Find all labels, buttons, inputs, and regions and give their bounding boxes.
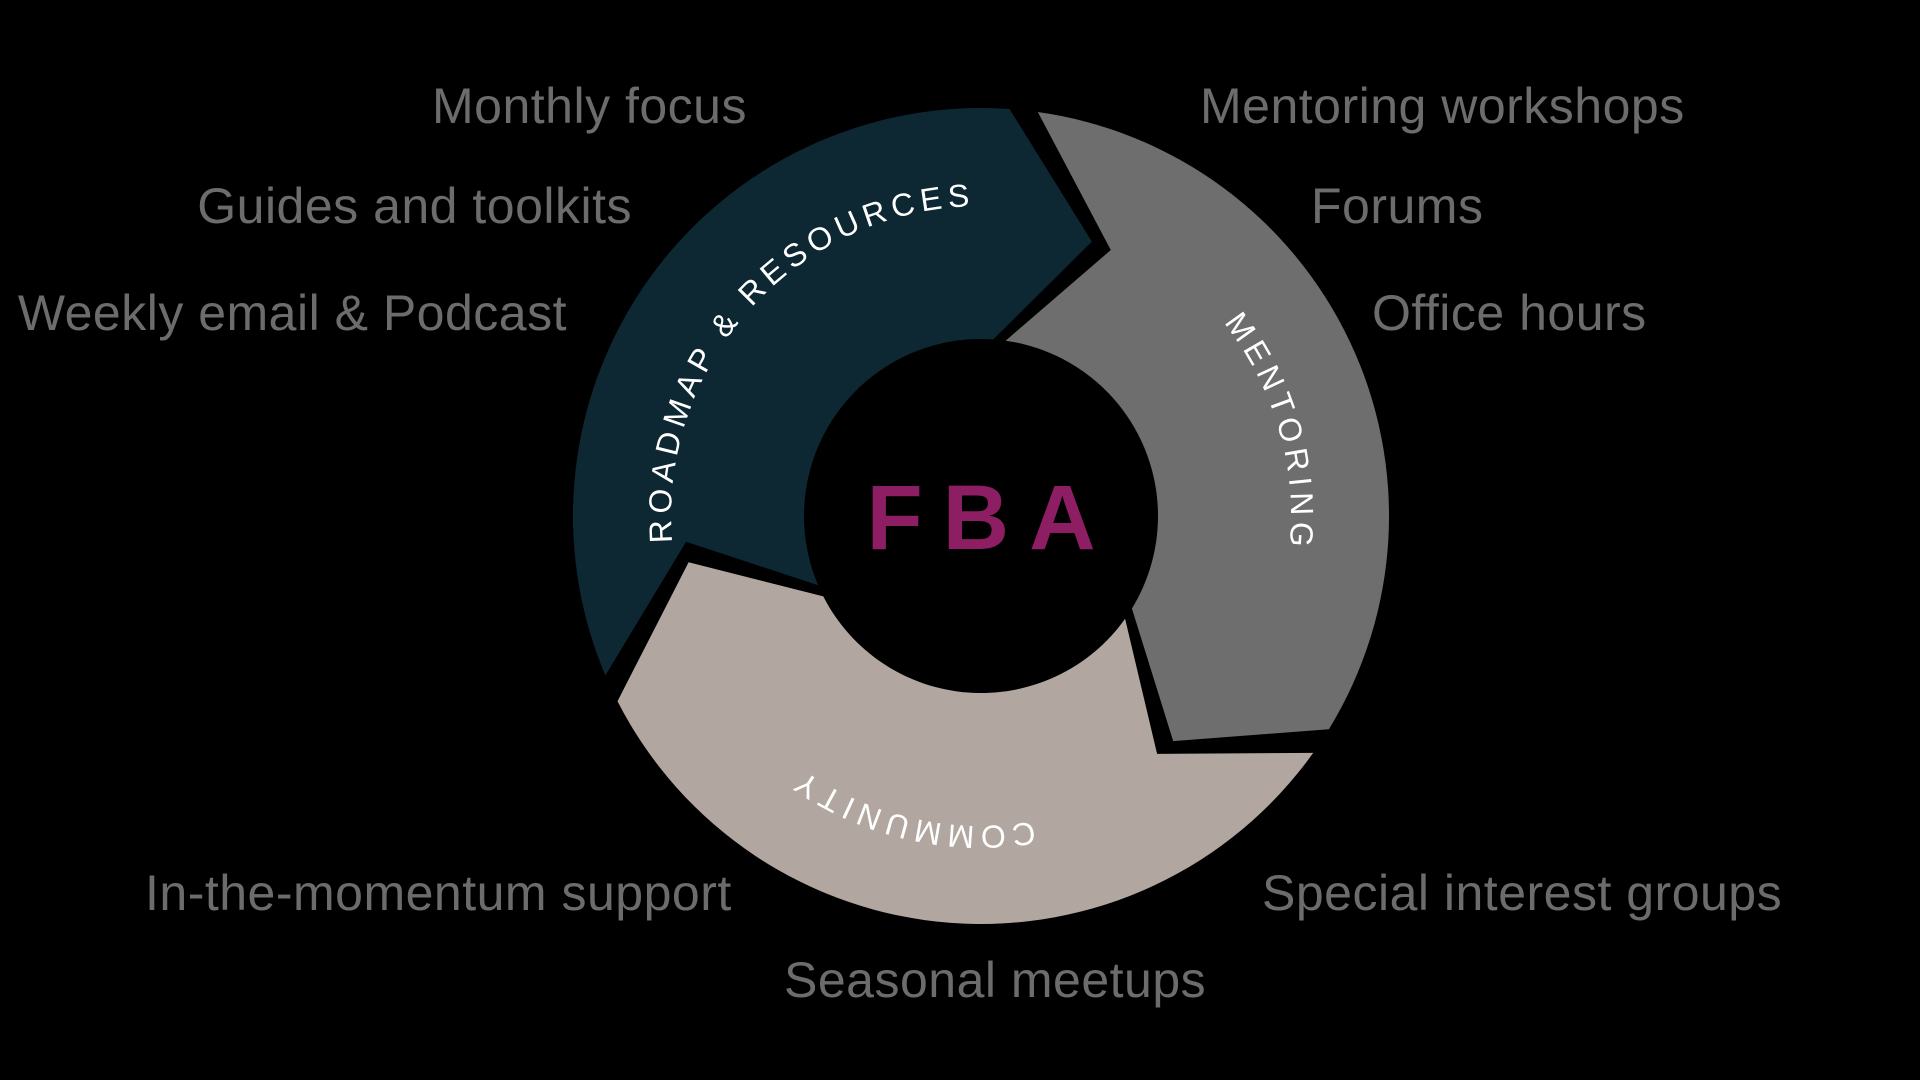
callout-weekly-email-podcast: Weekly email & Podcast xyxy=(17,285,567,341)
callout-forums: Forums xyxy=(1311,178,1484,234)
callout-seasonal-meetups: Seasonal meetups xyxy=(784,952,1207,1008)
callout-monthly-focus: Monthly focus xyxy=(432,78,747,134)
segment-community xyxy=(617,562,1314,924)
callout-special-interest-groups: Special interest groups xyxy=(1262,865,1783,921)
callout-guides-and-toolkits: Guides and toolkits xyxy=(197,178,632,234)
segment-mentoring xyxy=(1005,112,1390,742)
callout-in-the-momentum-support: In-the-momentum support xyxy=(145,865,732,921)
callout-office-hours: Office hours xyxy=(1372,285,1647,341)
segment-roadmap-and-resources xyxy=(572,108,1092,676)
callout-mentoring-workshops: Mentoring workshops xyxy=(1200,78,1685,134)
center-label-fba: FBA xyxy=(866,467,1115,569)
